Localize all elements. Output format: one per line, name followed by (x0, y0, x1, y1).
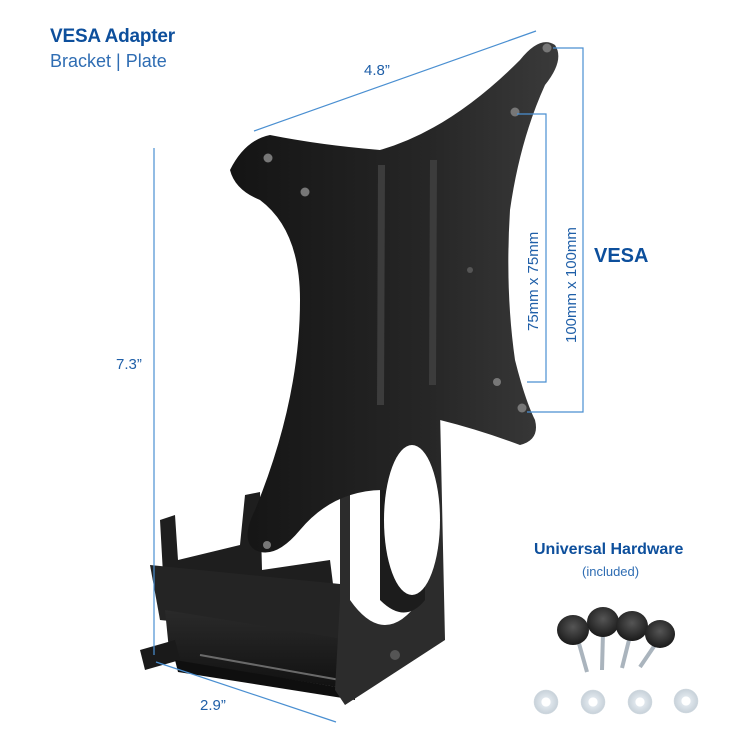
height-label: 7.3” (116, 356, 142, 373)
thumbscrew-knob-2 (587, 607, 619, 637)
hardware-title: Universal Hardware (534, 541, 684, 558)
vesa-label: VESA (594, 245, 649, 267)
bracket-plate (230, 42, 559, 595)
vesa-100-line (527, 47, 584, 413)
depth-line (155, 661, 337, 723)
washers (533, 688, 699, 715)
page-subtitle: Bracket | Plate (50, 51, 167, 71)
vesa-100-label: 100mm x 100mm (563, 227, 580, 343)
dimension-lines (153, 30, 584, 723)
vesa-75-label: 75mm x 75mm (525, 231, 542, 331)
hardware-subtitle: (included) (582, 564, 640, 579)
thumbscrews (557, 607, 675, 673)
depth-label: 2.9” (200, 697, 226, 714)
page-title: VESA Adapter (50, 26, 175, 47)
thumbscrew-knob-1 (557, 615, 589, 645)
thumbscrew-knob-3 (616, 611, 648, 641)
vesa-75-line (517, 113, 547, 383)
thumbscrew-knob-4 (645, 620, 675, 648)
width-label: 4.8” (364, 62, 390, 79)
width-line (253, 30, 537, 132)
